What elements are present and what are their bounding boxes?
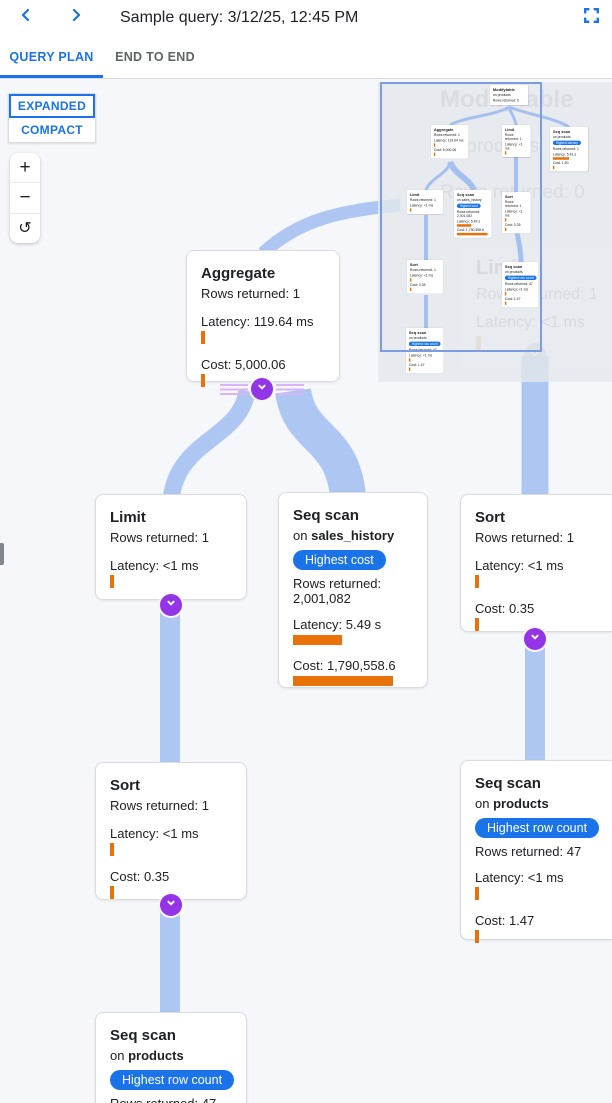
rows-returned: Rows returned: 1: [475, 530, 574, 545]
previous-query-button[interactable]: [12, 4, 40, 32]
latency-bar: [475, 575, 479, 588]
latency-bar: [110, 843, 114, 856]
collapse-stripes-left: [220, 384, 248, 395]
latency: Latency: <1 ms: [475, 870, 564, 885]
latency-bar: [201, 331, 205, 344]
plan-node-sort-right[interactable]: Sort Rows returned: 1 Latency: <1 ms Cos…: [460, 494, 612, 632]
minimap-links: [424, 105, 570, 328]
plus-icon: +: [19, 156, 31, 178]
collapse-button-sort-right[interactable]: [524, 628, 546, 650]
page-title: Sample query: 3/12/25, 12:45 PM: [120, 8, 359, 26]
collapse-stripes-right: [276, 384, 304, 395]
flow-links: [160, 198, 549, 1019]
chevron-down-icon: [164, 596, 178, 615]
zoom-out-button[interactable]: −: [10, 183, 40, 214]
latency: Latency: 119.64 ms: [201, 314, 314, 329]
rows-returned: Rows returned: 2,001,082: [293, 576, 382, 606]
plan-node-sort-left[interactable]: Sort Rows returned: 1 Latency: <1 ms Cos…: [95, 762, 247, 900]
cost-bar: [475, 618, 479, 631]
fullscreen-button[interactable]: [582, 7, 600, 28]
latency-bar: [110, 575, 114, 588]
tab-bar: QUERY PLAN END TO END: [0, 35, 612, 79]
plan-node-limit[interactable]: Limit Rows returned: 1 Latency: <1 ms: [95, 494, 247, 600]
node-table: on products: [475, 796, 549, 811]
latency: Latency: <1 ms: [475, 558, 564, 573]
plan-node-seq-scan-sales-history[interactable]: Seq scan on sales_history Highest cost R…: [278, 492, 428, 688]
node-title: Aggregate: [201, 265, 276, 282]
next-query-button[interactable]: [62, 4, 90, 32]
rows-returned: Rows returned: 1: [201, 286, 300, 301]
cost: Cost: 5,000.06: [201, 357, 286, 372]
tab-end-to-end[interactable]: END TO END: [115, 49, 195, 64]
rows-returned: Rows returned: 47: [475, 844, 582, 859]
latency: Latency: <1 ms: [110, 558, 199, 573]
plan-node-seq-scan-products-right[interactable]: Seq scan on products Highest row count R…: [460, 760, 612, 943]
plan-node-aggregate[interactable]: Aggregate Rows returned: 1 Latency: 119.…: [186, 250, 340, 387]
node-title: Seq scan: [293, 507, 359, 524]
cost: Cost: 0.35: [475, 601, 535, 616]
panel-resize-handle[interactable]: [0, 543, 4, 565]
cost-bar: [293, 676, 393, 686]
node-table: on sales_history: [293, 528, 395, 543]
tab-query-plan[interactable]: QUERY PLAN: [0, 35, 103, 78]
view-mode-toggle: EXPANDED COMPACT: [8, 93, 96, 143]
cost: Cost: 1.47: [475, 913, 535, 928]
cost-bar: [475, 930, 479, 943]
cost: Cost: 0.35: [110, 869, 170, 884]
plan-node-seq-scan-products-bottom[interactable]: Seq scan on products Highest row count R…: [95, 1012, 247, 1103]
rotate-left-icon: ↺: [18, 220, 32, 238]
collapse-button-sort-left[interactable]: [160, 894, 182, 916]
node-title: Seq scan: [110, 1027, 176, 1044]
collapse-button-limit[interactable]: [160, 594, 182, 616]
latency: Latency: 5.49 s: [293, 617, 382, 632]
cost: Cost: 1,790,558.6: [293, 658, 396, 673]
node-title: Limit: [110, 509, 146, 526]
header: Sample query: 3/12/25, 12:45 PM: [0, 0, 612, 36]
fullscreen-icon: [583, 7, 599, 28]
minimap-viewport[interactable]: [380, 82, 542, 352]
reset-view-button[interactable]: ↺: [10, 214, 40, 243]
latency-bar: [293, 635, 342, 645]
latency-bar: [475, 887, 479, 900]
highest-cost-badge: Highest cost: [293, 550, 386, 570]
highest-row-count-badge: Highest row count: [110, 1070, 235, 1090]
rows-returned: Rows returned: 1: [110, 798, 209, 813]
node-title: Sort: [110, 777, 140, 794]
highest-row-count-badge: Highest row count: [475, 818, 600, 838]
cost-bar: [201, 374, 205, 387]
node-table: on products: [110, 1048, 184, 1063]
chevron-down-icon: [528, 630, 542, 649]
chevron-down-icon: [255, 380, 269, 399]
node-title: Sort: [475, 509, 505, 526]
collapse-button-aggregate[interactable]: [251, 378, 273, 400]
minus-icon: −: [19, 186, 31, 208]
zoom-in-button[interactable]: +: [10, 153, 40, 184]
zoom-controls: + − ↺: [10, 153, 40, 243]
expanded-button[interactable]: EXPANDED: [9, 94, 95, 118]
chevron-down-icon: [164, 896, 178, 915]
rows-returned: Rows returned: 47: [110, 1096, 232, 1103]
cost-bar: [110, 886, 114, 899]
node-title: Seq scan: [475, 775, 541, 792]
compact-button[interactable]: COMPACT: [21, 123, 83, 137]
chevron-right-icon: [68, 7, 84, 28]
rows-returned: Rows returned: 1: [110, 530, 209, 545]
chevron-left-icon: [18, 7, 34, 28]
latency: Latency: <1 ms: [110, 826, 199, 841]
plan-canvas[interactable]: Modifytable on products Rows returned: 0…: [0, 79, 612, 1103]
